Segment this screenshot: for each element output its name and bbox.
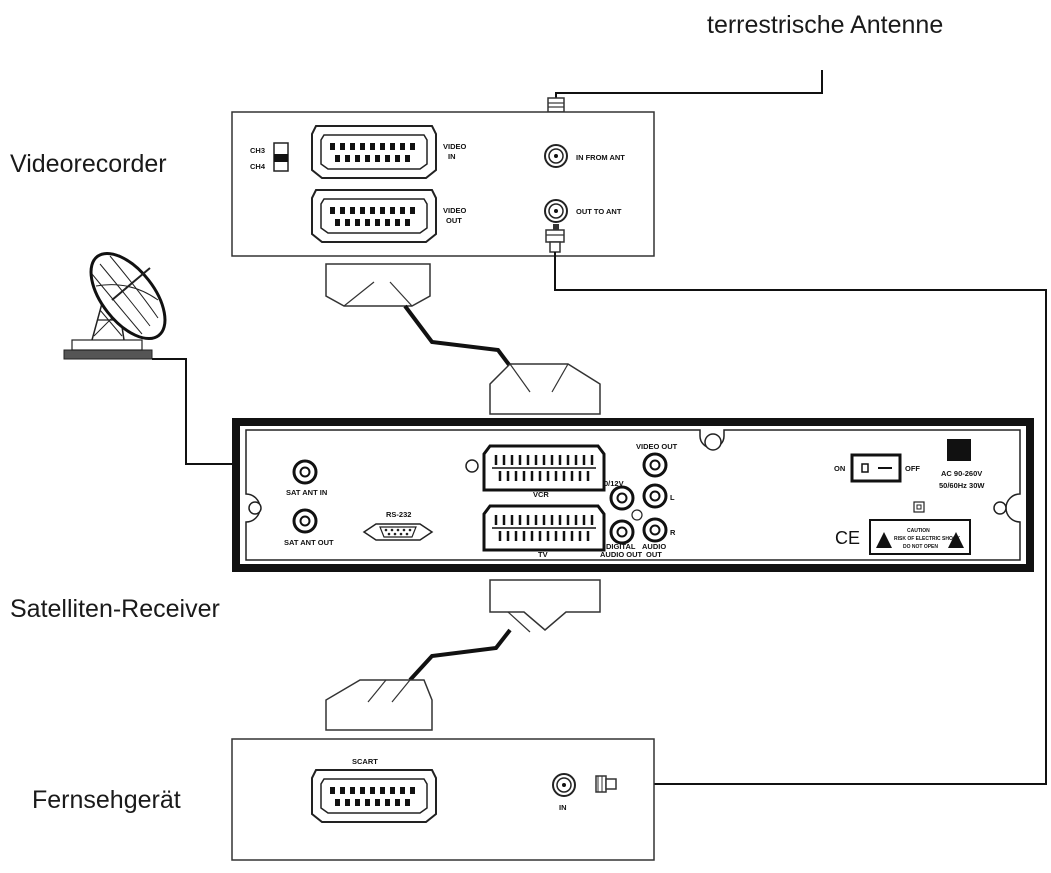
rs232-label: RS-232 xyxy=(386,510,411,519)
satellite-dish-icon xyxy=(63,251,167,360)
vcr-out-to-ant-jack[interactable] xyxy=(544,199,568,223)
power-switch[interactable] xyxy=(850,453,902,483)
ch4-label: CH4 xyxy=(250,162,266,171)
digital-audio-out-rca[interactable] xyxy=(609,519,635,545)
video-in-label-1: VIDEO xyxy=(443,142,467,151)
audio-out-label-2: OUT xyxy=(646,550,662,559)
tv-panel: SCART IN xyxy=(231,738,655,861)
vcr-video-in-scart[interactable] xyxy=(311,125,437,179)
tv-scart-label: TV xyxy=(538,550,548,559)
sat-ant-out-label: SAT ANT OUT xyxy=(284,538,334,547)
power-on-label: ON xyxy=(834,464,845,473)
receiver-label: Satelliten-Receiver xyxy=(10,595,220,623)
scart-cable-bottom xyxy=(325,579,601,731)
vcr-in-from-ant-jack[interactable] xyxy=(544,144,568,168)
sat-ant-in-jack[interactable] xyxy=(292,459,318,485)
power-off-label: OFF xyxy=(905,464,920,473)
video-out-rca-label: VIDEO OUT xyxy=(636,442,678,451)
vcr-video-out-scart[interactable] xyxy=(311,189,437,243)
scart-cable-top xyxy=(325,263,601,415)
hz-label: 50/60Hz 30W xyxy=(939,481,985,490)
ac-label: AC 90-260V xyxy=(941,469,982,478)
receiver-vcr-scart[interactable] xyxy=(482,444,606,492)
antenna-cable xyxy=(555,70,823,100)
rs232-port[interactable] xyxy=(362,523,434,541)
ce-mark: CE xyxy=(835,528,860,548)
channel-switch[interactable] xyxy=(273,142,289,172)
caution-line-3: DO NOT OPEN xyxy=(903,544,938,550)
audio-l-label: L xyxy=(670,493,675,502)
v12-jack[interactable] xyxy=(609,485,635,511)
power-inlet[interactable] xyxy=(947,439,971,461)
tv-scart-connector[interactable] xyxy=(311,769,437,823)
audio-out-label-1: AUDIO xyxy=(642,542,666,551)
receiver-tv-scart[interactable] xyxy=(482,504,606,552)
ch3-label: CH3 xyxy=(250,146,265,155)
digital-label-1: DIGITAL xyxy=(606,542,636,551)
digital-label-2: AUDIO OUT xyxy=(600,550,643,559)
caution-line-2: RISK OF ELECTRIC SHOCK xyxy=(894,536,961,542)
video-out-rca[interactable] xyxy=(642,452,668,478)
caution-label: CAUTION RISK OF ELECTRIC SHOCK DO NOT OP… xyxy=(869,519,971,555)
terrestrial-antenna-label: terrestrische Antenne xyxy=(707,11,943,39)
sat-ant-out-jack[interactable] xyxy=(292,508,318,534)
tv-antenna-in-jack[interactable] xyxy=(552,773,576,797)
rf-cable-to-tv xyxy=(554,252,1047,785)
audio-r-label: R xyxy=(670,528,676,537)
double-insulation-icon xyxy=(913,501,925,513)
tv-rf-plug xyxy=(595,775,617,793)
audio-l-rca[interactable] xyxy=(642,483,668,509)
caution-title: CAUTION xyxy=(907,528,930,534)
tv-panel-frame xyxy=(231,738,655,861)
v12-label: 0/12V xyxy=(604,479,624,488)
out-to-ant-label: OUT TO ANT xyxy=(576,207,622,216)
vcr-panel-frame xyxy=(231,111,655,257)
video-out-label-2: OUT xyxy=(446,216,462,225)
receiver-panel: SAT ANT IN SAT ANT OUT RS-232 VCR TV VID… xyxy=(232,418,1034,572)
sat-ant-in-label: SAT ANT IN xyxy=(286,488,327,497)
tv-label: Fernsehgerät xyxy=(32,786,181,814)
vcr-label: Videorecorder xyxy=(10,150,167,178)
video-in-label-2: IN xyxy=(448,152,456,161)
tv-scart-title: SCART xyxy=(352,757,378,766)
tv-in-label: IN xyxy=(559,803,567,812)
audio-r-rca[interactable] xyxy=(642,517,668,543)
vcr-rf-plug xyxy=(545,224,565,253)
in-from-ant-label: IN FROM ANT xyxy=(576,153,625,162)
vcr-panel: CH3 CH4 VIDEO IN VIDEO OUT IN FROM ANT O… xyxy=(231,111,655,257)
satellite-cable xyxy=(152,358,232,465)
video-out-label-1: VIDEO xyxy=(443,206,467,215)
vcr-scart-label: VCR xyxy=(533,490,549,499)
